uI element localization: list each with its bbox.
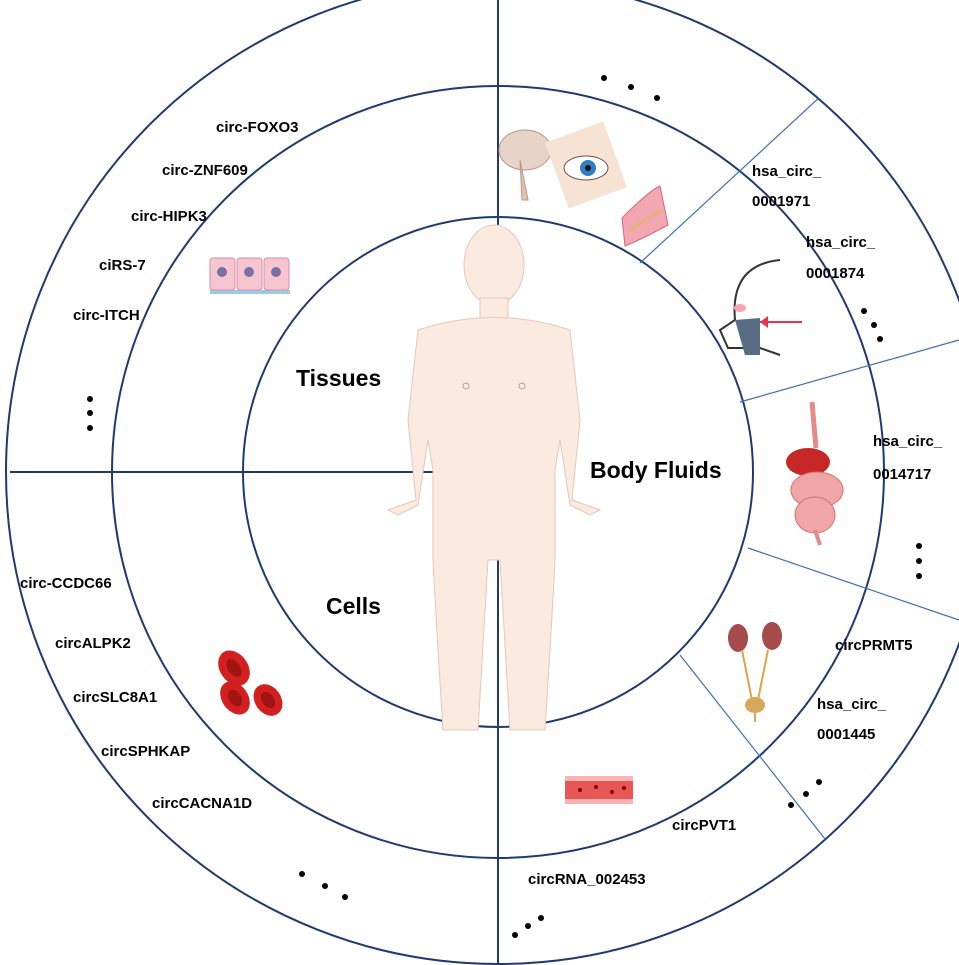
fluid-urine-ellipsis bbox=[788, 779, 822, 808]
breast-icon bbox=[622, 186, 668, 246]
fluid-divider-3 bbox=[748, 548, 959, 620]
fluid-head-circrna-1b: 0001971 bbox=[752, 193, 810, 210]
fluid-gastric-ellipsis bbox=[916, 543, 922, 579]
tissue-circrna-3: circ-HIPK3 bbox=[131, 208, 207, 225]
tissue-circrna-2: circ-ZNF609 bbox=[162, 162, 248, 179]
fluid-blood-circrna-1: circPVT1 bbox=[672, 817, 736, 834]
tissue-ellipsis bbox=[87, 396, 93, 431]
red-blood-cells-icon bbox=[212, 644, 289, 721]
cell-circrna-2: circALPK2 bbox=[55, 635, 131, 652]
fluid-divider-1 bbox=[640, 60, 860, 263]
tissue-circrna-4: ciRS-7 bbox=[99, 257, 146, 274]
sector-label-body-fluids: Body Fluids bbox=[590, 457, 722, 483]
fluid-urine-circrna-2b: 0001445 bbox=[817, 726, 875, 743]
cell-circrna-4: circSPHKAP bbox=[101, 743, 190, 760]
eye-icon bbox=[545, 122, 627, 209]
fluid-gastric-circrna-a: hsa_circ_ bbox=[873, 433, 943, 450]
fluid-head-circrna-1a: hsa_circ_ bbox=[752, 163, 822, 180]
cell-ellipsis bbox=[299, 871, 348, 900]
sector-label-cells: Cells bbox=[326, 593, 381, 619]
fluid-head-circrna-2a: hsa_circ_ bbox=[806, 234, 876, 251]
cell-circrna-5: circCACNA1D bbox=[152, 795, 252, 812]
fluid-blood-circrna-2: circRNA_002453 bbox=[528, 871, 646, 888]
kidney-urinary-icon bbox=[728, 622, 782, 722]
brain-icon bbox=[499, 130, 551, 200]
cell-layer-icon bbox=[210, 258, 290, 294]
tissue-circrna-5: circ-ITCH bbox=[73, 307, 140, 324]
fluid-urine-circrna-2a: hsa_circ_ bbox=[817, 696, 887, 713]
fluid-gastric-circrna-b: 0014717 bbox=[873, 466, 931, 483]
tissue-circrna-1: circ-FOXO3 bbox=[216, 119, 299, 136]
fluid-head-ellipsis bbox=[861, 308, 883, 342]
human-body-figure bbox=[388, 225, 600, 730]
digestive-tract-icon bbox=[786, 402, 843, 545]
cell-circrna-3: circSLC8A1 bbox=[73, 689, 157, 706]
fluid-head-circrna-2b: 0001874 bbox=[806, 265, 865, 282]
blood-vessel-icon bbox=[565, 776, 633, 804]
sector-label-tissues: Tissues bbox=[296, 365, 381, 391]
cell-circrna-1: circ-CCDC66 bbox=[20, 575, 112, 592]
fluid-top-ellipsis bbox=[601, 75, 660, 101]
fluid-blood-ellipsis bbox=[512, 915, 544, 938]
mouth-saliva-icon bbox=[720, 260, 802, 355]
fluid-urine-circrna-1: circPRMT5 bbox=[835, 637, 913, 654]
